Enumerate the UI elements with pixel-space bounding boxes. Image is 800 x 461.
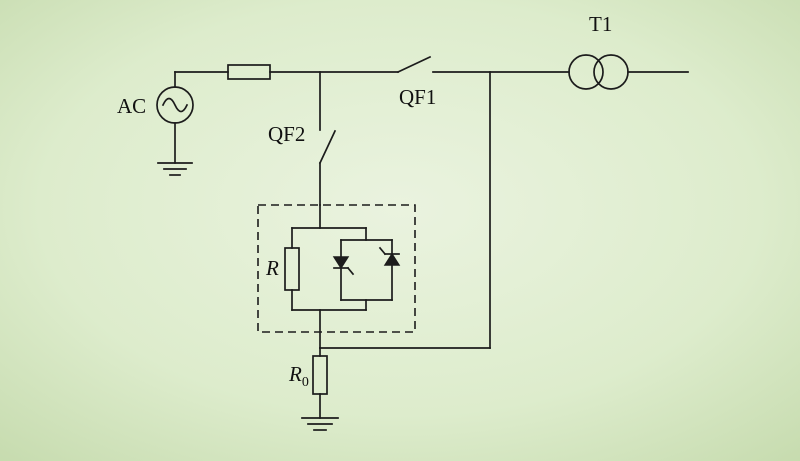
breaker-qf2-blade-icon: [318, 129, 337, 165]
breaker-qf2-label: QF2: [268, 122, 305, 146]
thyristor-up-icon: [378, 246, 401, 266]
ac-source: AC: [117, 71, 194, 176]
dashed-enclosure: [257, 204, 416, 333]
damping-resistor-label: R: [265, 256, 279, 280]
ground-resistor: R0: [288, 347, 339, 431]
thyristor-pair: [332, 227, 401, 311]
soft-start-module: R: [257, 204, 416, 349]
transformer-label: T1: [589, 12, 612, 36]
breaker-qf1-label: QF1: [399, 85, 436, 109]
breaker-qf1-blade-icon: [396, 55, 432, 74]
transformer-primary-icon: [568, 54, 604, 90]
breaker-qf1: QF1: [396, 55, 570, 109]
main-bus: QF1 T1: [174, 12, 689, 109]
damping-resistor: R: [265, 227, 300, 311]
branch-qf2: QF2: [268, 71, 337, 206]
ac-source-label: AC: [117, 94, 146, 118]
bypass-wire: [319, 71, 491, 349]
ground-icon: [157, 122, 193, 176]
ground-resistor-label: R0: [288, 362, 309, 390]
thyristor-down-icon: [332, 256, 355, 276]
ground-icon: [301, 417, 339, 431]
sine-wave-icon: [161, 97, 189, 113]
